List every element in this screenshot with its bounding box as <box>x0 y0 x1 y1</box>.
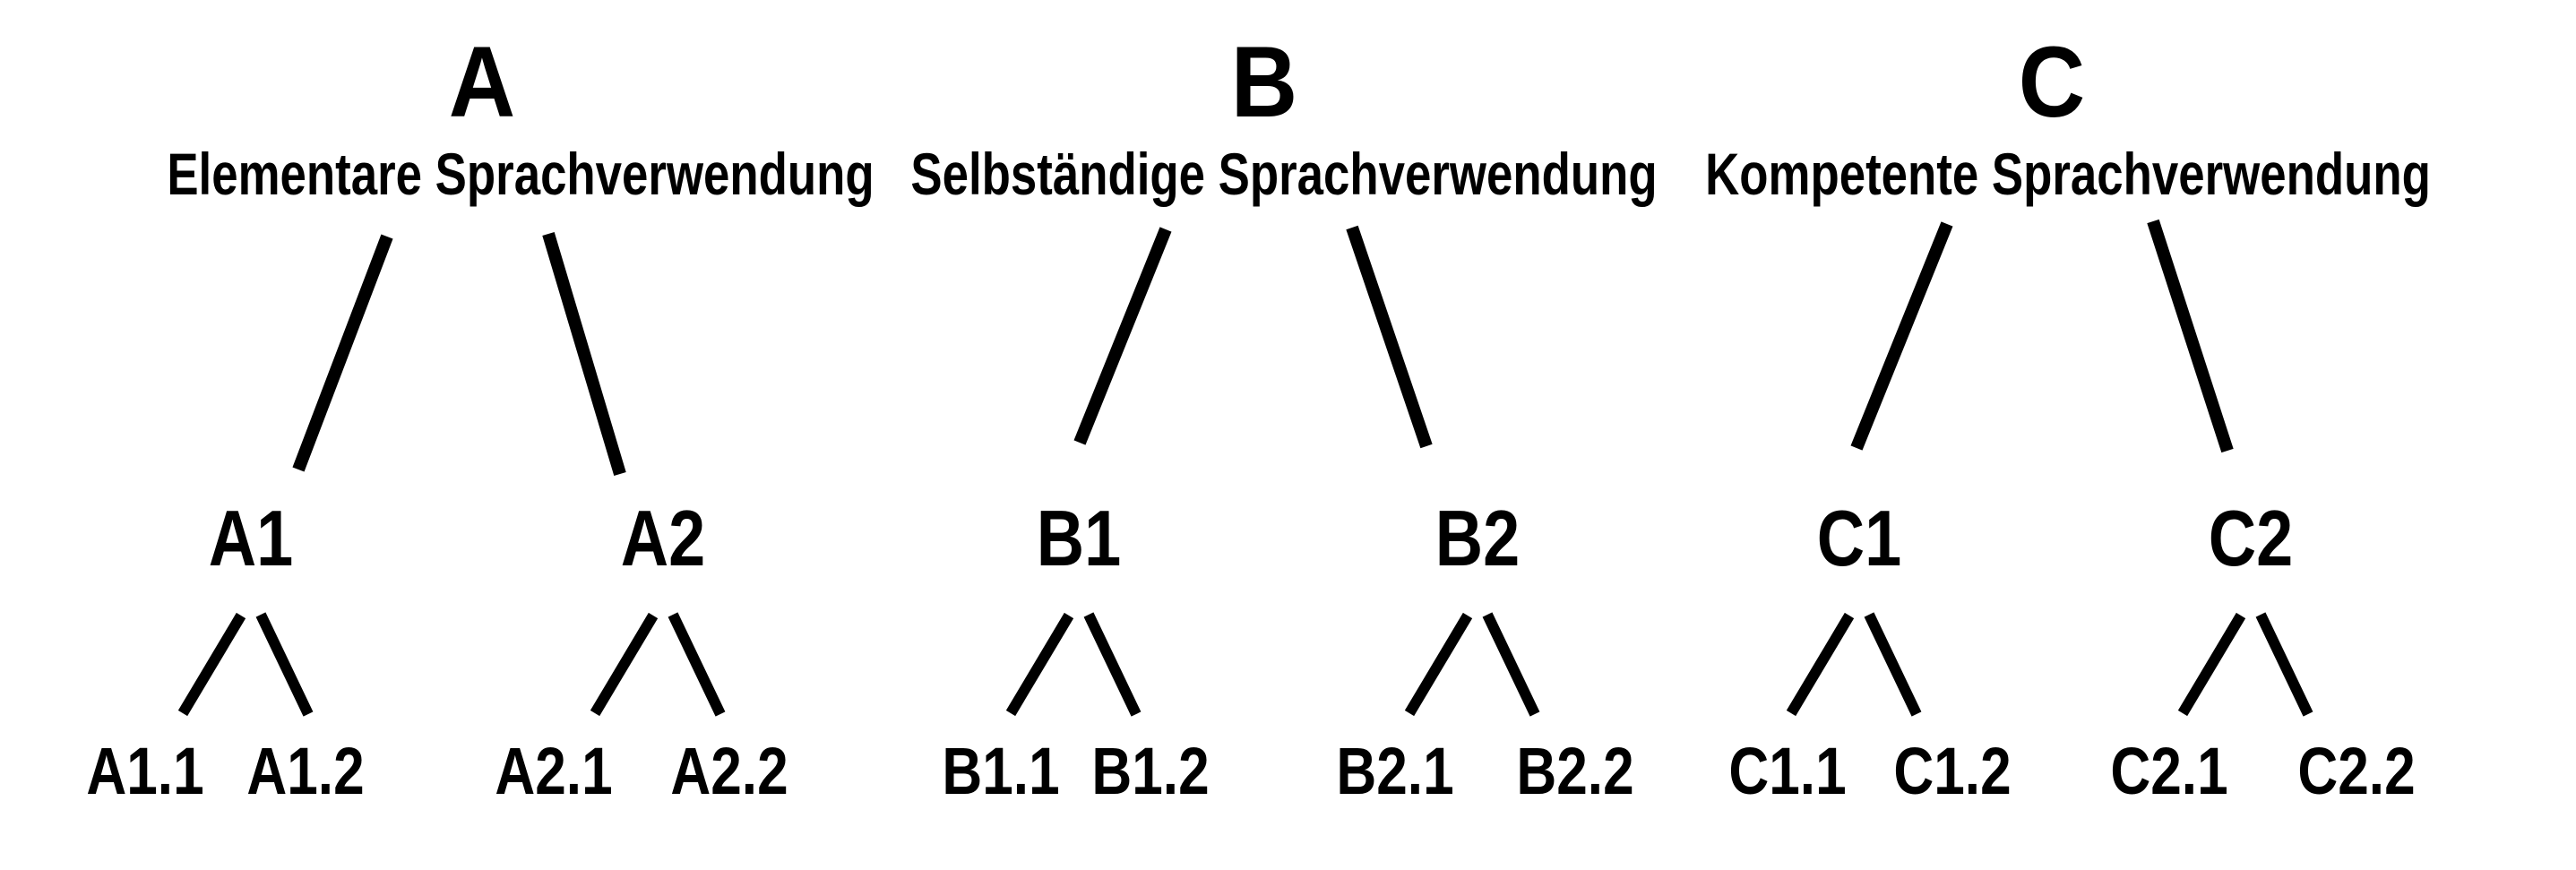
edge-a2-to-a21 <box>590 612 659 717</box>
edge-b-to-b2 <box>1346 225 1433 449</box>
node-b2-2-label: B2.2 <box>1516 734 1634 808</box>
node-a2-2-label: A2.2 <box>670 734 788 808</box>
edge-a1-to-a11 <box>177 612 246 717</box>
node-b2-label: B2 <box>1434 494 1521 582</box>
node-a1-1-label: A1.1 <box>86 734 204 808</box>
level-c-subtitle: Kompetente Sprachverwendung <box>1615 144 2521 203</box>
node-c1-1-label: C1.1 <box>1728 734 1847 808</box>
edge-a-to-a2 <box>542 231 626 477</box>
level-b-subtitle: Selbständige Sprachverwendung <box>817 144 1751 203</box>
node-b1: B1 <box>1029 499 1130 578</box>
edge-c-to-c2 <box>2147 219 2234 453</box>
node-c2-label: C2 <box>2208 494 2294 582</box>
node-a1-1: A1.1 <box>75 738 215 805</box>
level-c-letter-text: C <box>2018 26 2086 138</box>
node-c2-1-label: C2.1 <box>2110 734 2228 808</box>
node-b2-1: B2.1 <box>1325 738 1465 805</box>
level-b-subtitle-text: Selbständige Sprachverwendung <box>910 141 1658 207</box>
node-b2: B2 <box>1427 499 1529 578</box>
level-b-letter: B <box>1228 32 1301 133</box>
level-a-letter-text: A <box>448 26 516 138</box>
edge-b-to-b1 <box>1073 227 1172 445</box>
node-a1-2: A1.2 <box>236 738 375 805</box>
node-c2-2-label: C2.2 <box>2297 734 2416 808</box>
edge-b2-to-b22 <box>1482 612 1540 717</box>
node-c1-label: C1 <box>1816 494 1902 582</box>
edge-a-to-a1 <box>292 234 393 472</box>
edge-b2-to-b21 <box>1404 612 1473 717</box>
node-a1-label: A1 <box>208 494 294 582</box>
edge-b1-to-b12 <box>1083 612 1142 717</box>
level-a-letter: A <box>446 32 519 133</box>
node-b2-2: B2.2 <box>1505 738 1645 805</box>
node-c1-2: C1.2 <box>1882 738 2022 805</box>
node-b1-1: B1.1 <box>931 738 1071 805</box>
node-c1-1: C1.1 <box>1718 738 1857 805</box>
edge-c1-to-c12 <box>1864 612 1922 717</box>
node-a1-2-label: A1.2 <box>246 734 365 808</box>
level-c-subtitle-text: Kompetente Sprachverwendung <box>1705 141 2431 207</box>
edge-c2-to-c22 <box>2255 612 2313 717</box>
node-a1: A1 <box>201 499 302 578</box>
level-a-subtitle-text: Elementare Sprachverwendung <box>167 141 874 207</box>
node-a2-2: A2.2 <box>659 738 799 805</box>
node-c2-2: C2.2 <box>2287 738 2426 805</box>
edge-c1-to-c11 <box>1786 612 1855 717</box>
node-b1-2: B1.2 <box>1081 738 1220 805</box>
node-a2: A2 <box>613 499 714 578</box>
node-b1-1-label: B1.1 <box>942 734 1060 808</box>
level-c-letter: C <box>2016 32 2089 133</box>
node-a2-1-label: A2.1 <box>495 734 613 808</box>
node-c1: C1 <box>1809 499 1910 578</box>
node-b2-1-label: B2.1 <box>1336 734 1454 808</box>
node-c2-1: C2.1 <box>2099 738 2239 805</box>
level-b-letter-text: B <box>1230 26 1298 138</box>
edge-a1-to-a12 <box>255 612 314 717</box>
level-a-subtitle: Elementare Sprachverwendung <box>79 144 963 203</box>
edge-c2-to-c21 <box>2177 612 2246 717</box>
node-b1-label: B1 <box>1036 494 1122 582</box>
node-c1-2-label: C1.2 <box>1893 734 2012 808</box>
node-a2-label: A2 <box>620 494 706 582</box>
node-b1-2-label: B1.2 <box>1091 734 1210 808</box>
edge-c-to-c1 <box>1850 221 1953 451</box>
node-a2-1: A2.1 <box>484 738 624 805</box>
edge-b1-to-b11 <box>1005 612 1074 717</box>
edge-a2-to-a22 <box>668 612 726 717</box>
node-c2: C2 <box>2201 499 2302 578</box>
